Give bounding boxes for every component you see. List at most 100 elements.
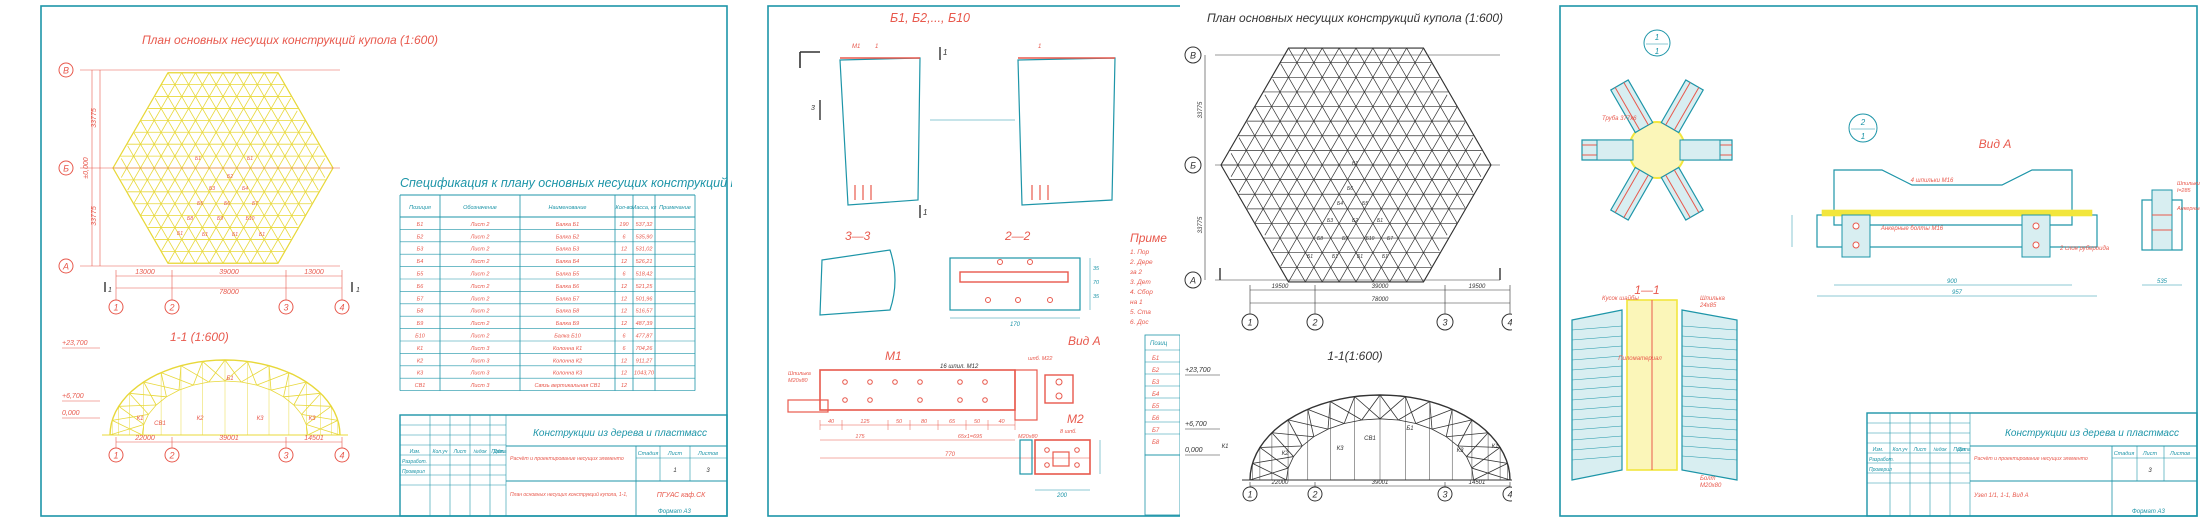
member	[129, 392, 167, 398]
table-cell: СВ1	[415, 383, 426, 389]
section-title-bw: 1-1(1:600)	[1327, 349, 1382, 363]
axis-label: 2	[1311, 490, 1317, 500]
stamp-label: Лист	[667, 451, 683, 457]
dim-text: 200	[1056, 493, 1068, 499]
axis-label: 1	[1247, 318, 1252, 328]
grid-line	[1264, 94, 1374, 283]
member	[1379, 396, 1406, 420]
member	[1466, 456, 1508, 464]
grid-line	[1264, 47, 1374, 236]
grid-line	[1338, 94, 1448, 283]
table-cell: 12	[621, 321, 627, 327]
bolt-line	[1665, 82, 1691, 126]
hatch	[1681, 345, 1738, 351]
anchor-bolt	[2032, 241, 2040, 249]
side-stamp	[1144, 454, 1180, 516]
grid-line	[263, 158, 326, 264]
member	[1445, 409, 1453, 437]
member	[1354, 396, 1381, 420]
grid-line	[1423, 47, 1492, 166]
callout: Кусок шайбы	[1602, 295, 1639, 302]
anchor-bolt	[1852, 241, 1860, 249]
stamp-col-label: Подп.	[491, 449, 504, 455]
axis-marker	[1242, 486, 1258, 502]
callout: шпб. М22	[1028, 356, 1052, 362]
level-text: +23,700	[62, 340, 88, 347]
member	[268, 365, 272, 391]
dim-text: 39000	[219, 269, 239, 276]
element-label: Б1	[1352, 161, 1358, 167]
level-text: +23,700	[1185, 367, 1211, 374]
hatch	[1571, 425, 1623, 431]
table-cell: 6	[622, 346, 626, 352]
bolt-hole	[957, 379, 963, 385]
grid-line	[250, 145, 319, 264]
grid-line	[1305, 63, 1432, 283]
beam-elevation	[1017, 57, 1116, 206]
grid-line	[148, 110, 238, 264]
table-cell: Б3	[417, 247, 425, 253]
element-label: Б1	[1357, 254, 1363, 260]
table-cell: Б6	[417, 284, 425, 290]
element-label: Б10	[1366, 236, 1375, 242]
table-cell: 12	[621, 358, 627, 364]
side-cell: Б1	[1152, 356, 1159, 362]
member	[283, 372, 290, 397]
stamp-sheet: План основных несущих конструкций купола…	[510, 491, 628, 498]
table-cell: 6	[622, 234, 626, 240]
member	[301, 413, 338, 421]
element-label: К3	[1337, 446, 1345, 452]
node-label: 1	[1655, 47, 1659, 56]
element-label: Б6	[224, 201, 230, 207]
view-a-title: Вид А	[1979, 137, 2012, 151]
beam-left	[1571, 309, 1623, 481]
hatch	[1681, 425, 1738, 431]
axis-marker	[58, 160, 74, 176]
hatch	[1571, 335, 1623, 341]
stamp-col-label: №док	[1933, 447, 1947, 453]
hatch	[1681, 375, 1738, 381]
callout: 4 шпильки М16	[1911, 178, 1954, 184]
member	[1429, 401, 1433, 430]
element-label: К2	[197, 416, 205, 422]
axis-marker	[334, 447, 350, 463]
grid-line	[154, 97, 251, 264]
grid-line	[127, 72, 196, 191]
axis-label: Б	[63, 164, 69, 174]
element-label: Б9	[217, 216, 223, 222]
element-label: Б8	[187, 216, 193, 222]
table-cell: Балка Б2	[556, 234, 580, 240]
node-label: 1	[1861, 132, 1865, 141]
hatch	[1571, 415, 1623, 421]
element-label: Б1	[1377, 218, 1383, 224]
member	[1259, 445, 1303, 448]
table-cell: Колонна К3	[553, 371, 583, 377]
axis-marker	[1436, 313, 1454, 331]
member	[1249, 467, 1289, 481]
axis-label: 3	[1442, 318, 1447, 328]
dim-text: 35	[1093, 294, 1100, 300]
stamp-role: Разработ.	[1869, 457, 1894, 463]
stamp-col-label: Кол.уч	[433, 449, 448, 455]
axis-marker	[278, 299, 294, 315]
dim-text: 65х1=695	[958, 434, 983, 440]
side-column	[2151, 189, 2173, 251]
callout: М20х80	[788, 378, 809, 384]
grid-line	[1321, 79, 1440, 283]
table-cell: Лист 2	[470, 284, 490, 290]
table-cell: 526,21	[636, 259, 653, 265]
member	[224, 359, 242, 383]
axis-label: 1	[113, 451, 118, 461]
bolt-hole	[982, 397, 988, 403]
axis-label: 2	[1311, 318, 1317, 328]
grid-line	[208, 72, 298, 226]
notes-title: Приме	[1130, 231, 1167, 245]
grid-line	[120, 72, 183, 178]
stamp-col-label: Кол.уч	[1893, 447, 1908, 453]
side-table	[1144, 334, 1180, 456]
